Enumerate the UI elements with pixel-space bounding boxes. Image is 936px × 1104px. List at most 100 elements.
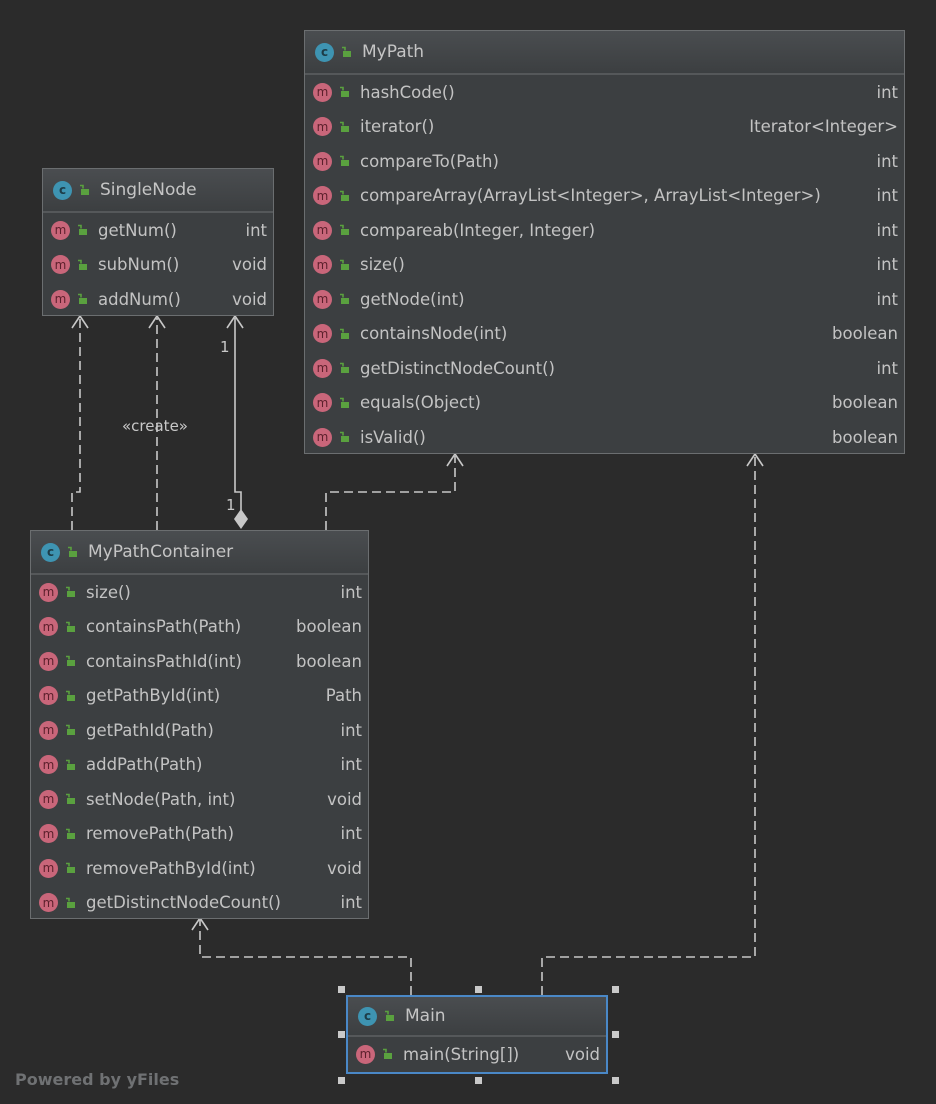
public-lock-icon [342,46,351,57]
method-name: setNode(Path, int) [86,789,236,809]
method-return-type: boolean [832,427,898,447]
method-return-type: boolean [832,324,898,344]
method-return-type: int [876,151,898,171]
method-name: containsNode(int) [360,324,508,344]
method-icon: m [313,393,332,413]
method-icon: m [39,582,58,602]
method-icon: m [51,289,70,309]
public-lock-icon [78,224,87,236]
class-name: MyPath [362,42,425,62]
edge-main-to-mypath [541,452,764,995]
method-name: main(String[]) [403,1044,520,1064]
public-lock-icon [78,259,87,270]
method-name: removePathById(int) [86,858,256,878]
method-name: containsPath(Path) [86,617,242,637]
public-lock-icon [66,724,75,736]
method-return-type: int [876,82,898,102]
method-icon: m [39,720,58,740]
public-lock-icon [340,397,349,408]
method-return-type: boolean [296,617,362,637]
method-return-type: int [876,289,898,309]
public-lock-icon [66,828,75,839]
method-name: hashCode() [360,82,455,102]
public-lock-icon [66,621,75,632]
method-return-type: int [340,720,362,740]
method-row[interactable]: m size() int [31,575,368,610]
method-name: getPathById(int) [86,686,221,706]
method-return-type: void [327,789,362,809]
method-return-type: Path [325,686,362,706]
class-icon: c [315,42,334,62]
public-lock-icon [340,224,349,236]
method-name: isValid() [360,427,426,447]
method-return-type: int [340,582,362,602]
resize-handle-ne[interactable] [612,986,619,993]
edge-container-to-singlenode-dependency [71,314,89,530]
method-return-type: void [232,289,267,309]
method-name: iterator() [360,117,435,137]
public-lock-icon [340,431,349,443]
public-lock-icon [66,862,75,874]
method-return-type: int [876,220,898,240]
method-name: compareArray(ArrayList<Integer>, ArrayLi… [360,186,821,206]
resize-handle-e[interactable] [612,1031,619,1038]
resize-handle-s[interactable] [475,1077,482,1084]
method-name: subNum() [98,255,180,275]
edge-main-to-container [191,916,412,995]
edge-aggregation [226,314,248,529]
resize-handle-se[interactable] [612,1077,619,1084]
method-row[interactable]: m isValid() boolean [305,420,904,455]
public-lock-icon [340,362,349,374]
resize-handle-nw[interactable] [338,986,345,993]
aggregation-diamond [234,509,248,529]
class-header: c SingleNode [43,169,273,213]
method-icon: m [313,117,332,137]
public-lock-icon [340,259,349,270]
resize-handle-w[interactable] [338,1031,345,1038]
method-return-type: int [340,824,362,844]
public-lock-icon [340,155,349,167]
method-icon: m [313,151,332,171]
method-return-type: int [876,358,898,378]
public-lock-icon [66,655,75,667]
method-name: removePath(Path) [86,824,235,844]
method-name: size() [86,582,131,602]
create-stereotype-label: «create» [122,417,188,435]
resize-handle-sw[interactable] [338,1077,345,1084]
public-lock-icon [66,793,75,805]
method-name: equals(Object) [360,393,481,413]
method-icon: m [313,427,332,447]
resize-handle-n[interactable] [475,986,482,993]
class-icon: c [41,542,60,562]
powered-by-footer: Powered by yFiles [15,1070,180,1089]
public-lock-icon [340,293,349,305]
method-icon: m [313,289,332,309]
